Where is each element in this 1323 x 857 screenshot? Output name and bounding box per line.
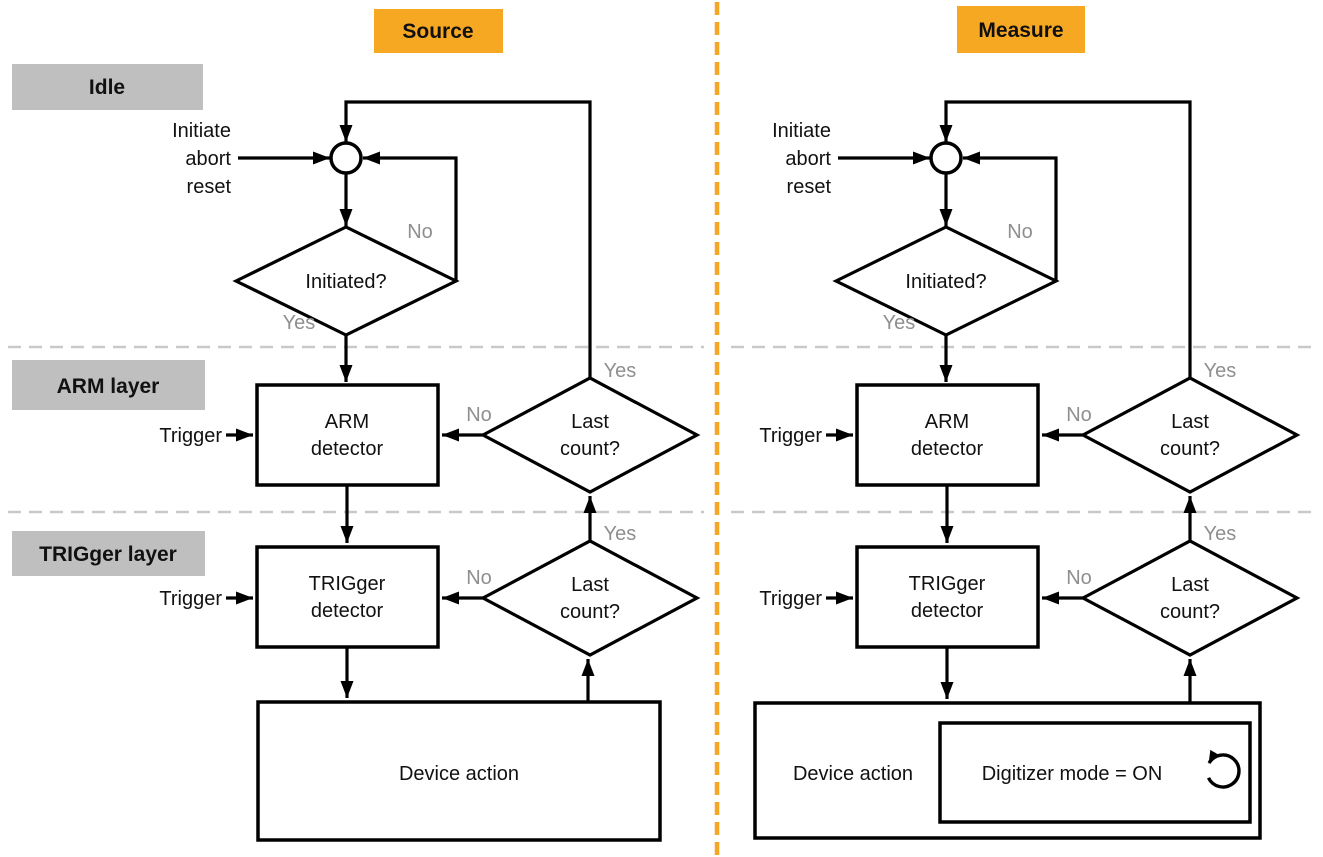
measure-initiated-no-loop-line xyxy=(963,151,1058,281)
source-initiated-label: Initiated? xyxy=(305,271,386,293)
measure-arm-lastcount-no-label: No xyxy=(1066,404,1092,426)
measure-arm-detector-line1: ARM xyxy=(925,411,969,433)
measure-trig-lastcount-line2: count? xyxy=(1160,601,1220,623)
measure-arm-lastcount-line2: count? xyxy=(1160,438,1220,460)
measure-trig-detector-box xyxy=(855,545,1040,649)
source-initiated-no-loop-line xyxy=(363,151,458,281)
layer-label-trigger: TRIGger layer xyxy=(12,531,205,576)
layer-label-idle: Idle xyxy=(12,64,203,110)
source-trig-detector-line2: detector xyxy=(311,600,384,622)
source-arm-lastcount-decision xyxy=(479,376,701,494)
measure-trig-lastcount-decision xyxy=(1079,539,1301,657)
measure-initiated-no-label: No xyxy=(1007,221,1033,243)
source-trig-detector-line1: TRIGger xyxy=(309,573,386,595)
measure-device-action-label: Device action xyxy=(793,763,913,785)
measure-arm-lastcount-line1: Last xyxy=(1171,411,1209,433)
source-trig-detector-box xyxy=(255,545,440,649)
source-trig-lastcount-no-label: No xyxy=(466,567,492,589)
measure-digitizer-label: Digitizer mode = ON xyxy=(982,763,1163,785)
source-header-box xyxy=(374,9,503,53)
source-arm-detector-line1: ARM xyxy=(325,411,369,433)
measure-initiated-yes-label: Yes xyxy=(883,312,916,334)
source-initiate-line1: Initiate xyxy=(172,120,231,142)
measure-arm-detector-box xyxy=(855,383,1040,487)
measure-arm-trigger-label: Trigger xyxy=(759,425,822,447)
measure-initiate-line1: Initiate xyxy=(772,120,831,142)
source-trig-lastcount-line2: count? xyxy=(560,601,620,623)
measure-initiate-line2: abort xyxy=(785,148,831,170)
measure-initiate-label: Initiate abort reset xyxy=(772,120,831,198)
source-header-label: Source xyxy=(402,20,473,43)
source-initiate-line2: abort xyxy=(185,148,231,170)
idle-label-box xyxy=(12,64,203,110)
source-trig-lastcount-line1: Last xyxy=(571,574,609,596)
arm-layer-label: ARM layer xyxy=(57,375,160,398)
measure-initiate-line3: reset xyxy=(787,176,832,198)
source-trig-trigger-label: Trigger xyxy=(159,588,222,610)
source-initiated-yes-label: Yes xyxy=(283,312,316,334)
measure-initiated-decision xyxy=(832,225,1060,337)
source-initiate-line3: reset xyxy=(187,176,232,198)
idle-label: Idle xyxy=(89,76,125,99)
measure-initiated-label: Initiated? xyxy=(905,271,986,293)
source-header: Source xyxy=(374,9,503,53)
measure-trig-lastcount-line1: Last xyxy=(1171,574,1209,596)
source-arm-lastcount-no-label: No xyxy=(466,404,492,426)
layer-label-arm: ARM layer xyxy=(12,360,205,410)
source-junction-node xyxy=(329,141,363,175)
source-trig-lastcount-decision xyxy=(479,539,701,657)
source-arm-lastcount-yes-label: Yes xyxy=(604,360,637,382)
measure-arm-lastcount-yes-label: Yes xyxy=(1204,360,1237,382)
source-trig-lastcount-yes-label: Yes xyxy=(604,523,637,545)
measure-arm-lastcount-decision xyxy=(1079,376,1301,494)
measure-trig-lastcount-yes-label: Yes xyxy=(1204,523,1237,545)
trigger-layer-label: TRIGger layer xyxy=(39,543,177,566)
source-initiated-no-label: No xyxy=(407,221,433,243)
source-arm-trigger-label: Trigger xyxy=(159,425,222,447)
source-initiated-decision xyxy=(232,225,460,337)
measure-trig-detector-line2: detector xyxy=(911,600,984,622)
measure-lastcount-yes-return-line xyxy=(939,100,1192,378)
source-device-action-label: Device action xyxy=(399,763,519,785)
source-lastcount-yes-return-line xyxy=(339,100,592,378)
arm-layer-label-box xyxy=(12,360,205,410)
measure-trig-trigger-label: Trigger xyxy=(759,588,822,610)
source-arm-detector-box xyxy=(255,383,440,487)
measure-trig-detector-line1: TRIGger xyxy=(909,573,986,595)
source-device-action-box xyxy=(256,700,662,842)
measure-header-box xyxy=(957,6,1085,53)
source-flowchart: Initiate abort reset Initiated? No Yes T… xyxy=(159,100,701,842)
source-arm-lastcount-line2: count? xyxy=(560,438,620,460)
source-initiate-label: Initiate abort reset xyxy=(172,120,231,198)
measure-junction-node xyxy=(929,141,963,175)
source-arm-detector-line2: detector xyxy=(311,438,384,460)
trigger-layer-label-box xyxy=(12,531,205,576)
measure-digitizer-box xyxy=(938,721,1252,824)
measure-flowchart: Initiate abort reset Initiated? No Yes T… xyxy=(753,100,1301,840)
measure-trig-lastcount-no-label: No xyxy=(1066,567,1092,589)
measure-header: Measure xyxy=(957,6,1085,53)
source-arm-lastcount-line1: Last xyxy=(571,411,609,433)
measure-header-label: Measure xyxy=(978,19,1063,42)
measure-arm-detector-line2: detector xyxy=(911,438,984,460)
clockwise-loop-arrow-icon xyxy=(1206,749,1241,789)
